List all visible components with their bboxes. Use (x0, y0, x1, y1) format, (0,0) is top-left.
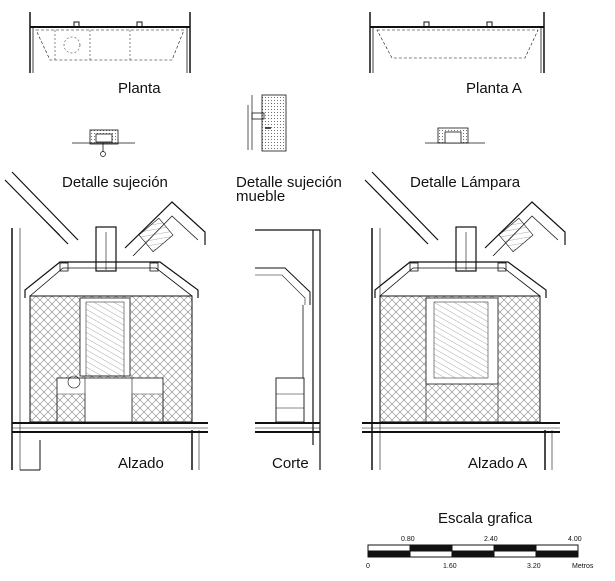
scale-tick-bottom-2: 1.60 (443, 563, 457, 570)
scale-tick-top-2: 2.40 (484, 536, 498, 543)
detail-furniture-fastening (247, 94, 287, 152)
plan-view-left (29, 12, 191, 73)
label-planta: Planta (118, 80, 161, 97)
scale-tick-top-1: 0.80 (401, 536, 415, 543)
label-detalle-sujecion: Detalle sujeción (62, 174, 168, 191)
scale-tick-bottom-1: 0 (366, 563, 370, 570)
detail-lamp (425, 127, 485, 144)
scale-tick-bottom-3: 3.20 (527, 563, 541, 570)
elevation-a (362, 171, 566, 470)
label-corte: Corte (272, 455, 309, 472)
label-detalle-sujecion-mueble-line1: Detalle sujeción (236, 174, 342, 191)
label-detalle-lampara: Detalle Lámpara (410, 174, 521, 191)
label-detalle-sujecion-mueble-line2: mueble (236, 188, 286, 205)
label-planta-a: Planta A (466, 80, 522, 97)
elevation-left (4, 171, 208, 471)
scale-bar-graphic (367, 544, 579, 558)
plan-view-a (369, 12, 545, 73)
detail-fastening (72, 129, 135, 157)
scale-unit: Metros (572, 563, 594, 570)
label-alzado-a: Alzado A (468, 455, 528, 472)
label-alzado: Alzado (118, 455, 164, 472)
section-view (255, 229, 321, 470)
scale-bar-title: Escala grafica (438, 510, 533, 527)
scale-tick-top-3: 4.00 (568, 536, 582, 543)
